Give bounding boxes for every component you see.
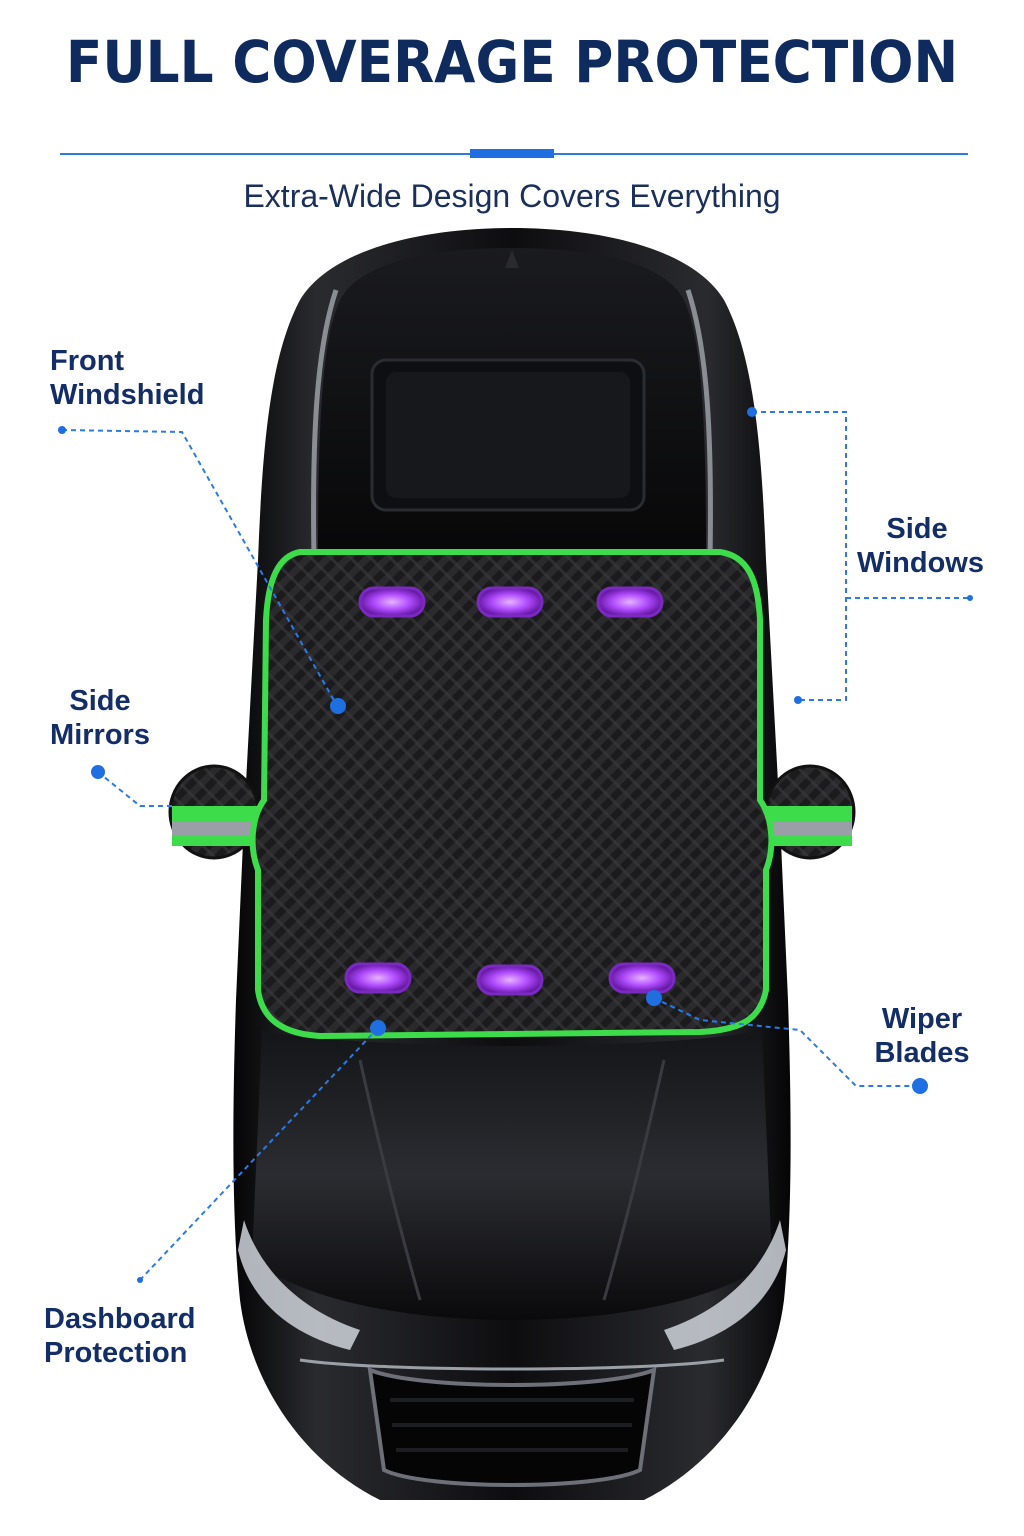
callout-side-mirrors: Side Mirrors xyxy=(50,684,150,752)
page-title: FULL COVERAGE PROTECTION xyxy=(65,28,959,96)
callout-side-mirrors-line1: Side xyxy=(69,685,131,717)
callout-side-windows: Side Windows xyxy=(850,512,984,580)
callout-side-mirrors-line2: Mirrors xyxy=(50,719,150,751)
callout-dashboard-protection: Dashboard Protection xyxy=(44,1302,195,1370)
callout-front-windshield-line2: Windshield xyxy=(50,379,205,411)
right-side-mirror xyxy=(764,764,856,860)
windshield-cover xyxy=(249,549,775,1040)
left-side-mirror xyxy=(168,764,260,860)
callout-wiper-blades-line2: Blades xyxy=(874,1037,970,1069)
callout-wiper-blades-line1: Wiper xyxy=(881,1003,963,1035)
magnet-strips xyxy=(344,586,676,996)
callout-dots xyxy=(58,407,973,1283)
title-divider-accent xyxy=(470,149,554,158)
callout-wiper-blades: Wiper Blades xyxy=(874,1002,970,1070)
callout-dashboard-protection-line1: Dashboard xyxy=(44,1303,196,1335)
callout-side-windows-line1: Side xyxy=(886,513,948,545)
page-subtitle: Extra-Wide Design Covers Everything xyxy=(243,178,781,214)
callout-lines xyxy=(61,411,970,1281)
callout-front-windshield: Front Windshield xyxy=(50,344,204,412)
callout-side-windows-line2: Windows xyxy=(856,547,984,579)
callout-front-windshield-line1: Front xyxy=(50,345,125,377)
callout-dashboard-protection-line2: Protection xyxy=(44,1337,188,1369)
